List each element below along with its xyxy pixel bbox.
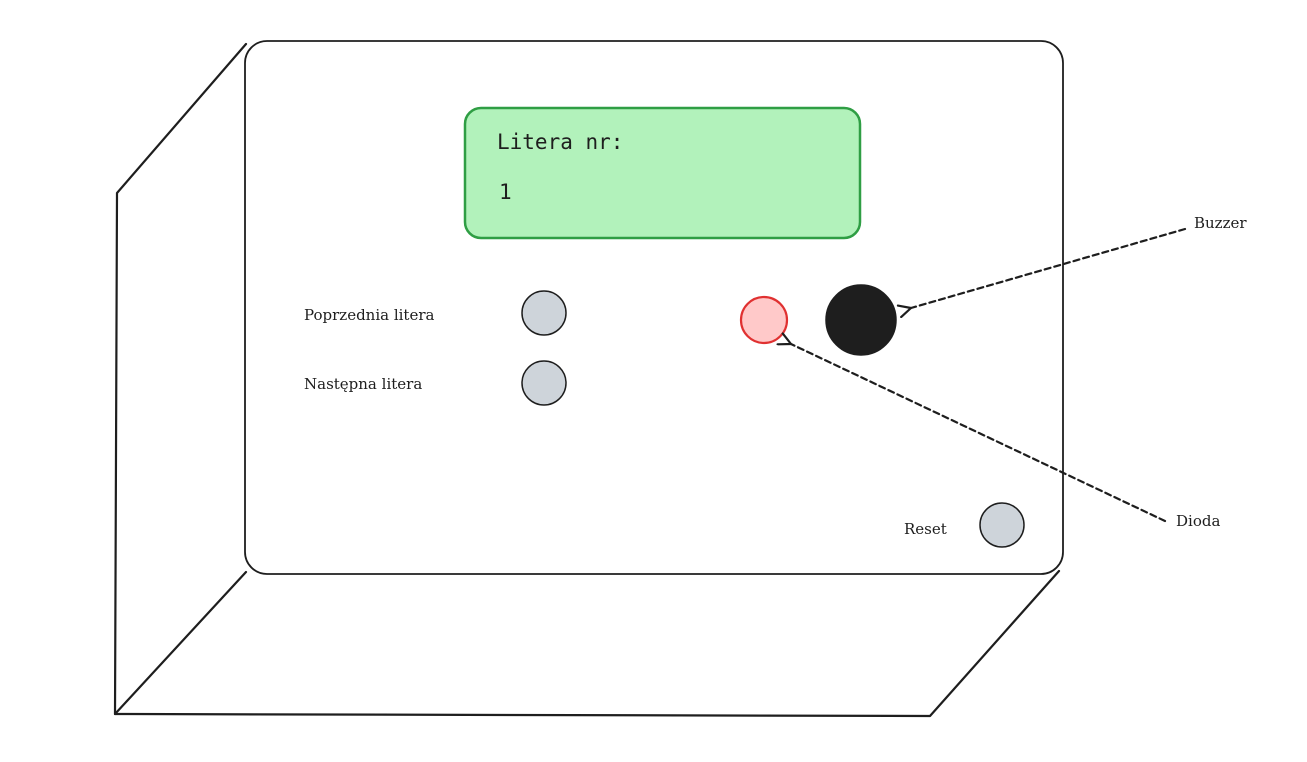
next-letter-label: Następna litera xyxy=(304,375,422,393)
reset-label: Reset xyxy=(904,520,947,538)
led-label: Dioda xyxy=(1176,512,1220,530)
reset-button[interactable] xyxy=(979,502,1025,548)
led-callout-arrow xyxy=(791,344,1167,523)
lcd-line-2: 1 xyxy=(499,180,512,204)
previous-letter-button[interactable] xyxy=(521,290,567,336)
previous-letter-label: Poprzednia litera xyxy=(304,306,435,324)
buzzer xyxy=(825,284,897,356)
buzzer-callout-arrow xyxy=(911,227,1187,308)
box-left-side xyxy=(113,42,248,716)
next-letter-button[interactable] xyxy=(521,360,567,406)
lcd-line-1: Litera nr: xyxy=(497,130,623,154)
buzzer-label: Buzzer xyxy=(1194,214,1247,232)
lcd-display xyxy=(463,106,862,240)
led-indicator xyxy=(739,295,789,345)
box-bottom-side xyxy=(113,569,1061,718)
